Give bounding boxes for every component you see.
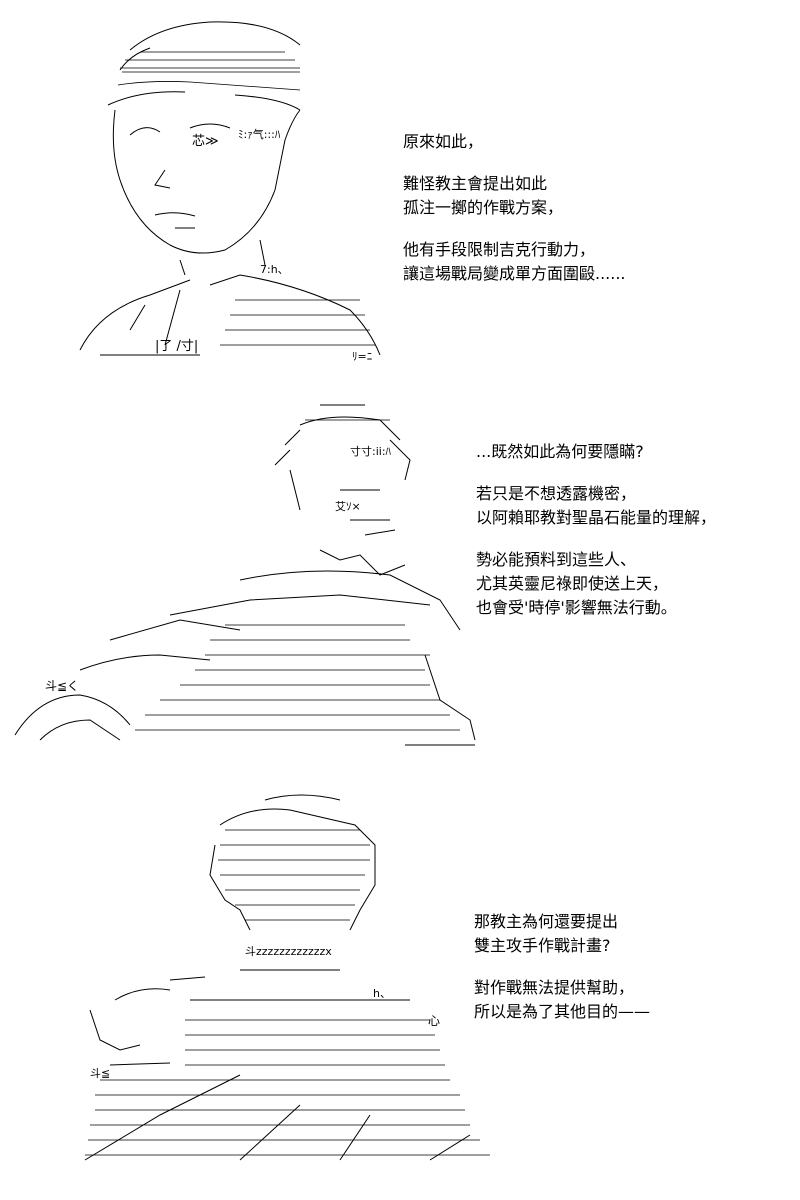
shoulder-glyph: h、: [373, 987, 391, 1000]
dialogue-1: 原來如此， 難怪教主會提出如此 孤注一擲的作戰方案， 他有手段限制吉克行動力， …: [403, 130, 626, 286]
collar-glyph: |了 /寸|: [155, 339, 198, 354]
dialogue-line: 對作戰無法提供幫助，: [474, 978, 635, 997]
character-art-3: 斗zzzzzzzzzzzzx h、 心 斗≦: [84, 794, 490, 1161]
dialogue-line: 讓這場戰局變成單方面圍毆......: [403, 264, 626, 283]
collar-glyph: 斗zzzzzzzzzzzzx: [245, 945, 332, 958]
shirt-glyph: ﾘ=ﾆ: [352, 350, 372, 363]
dialogue-line: 他有手段限制吉克行動力，: [403, 240, 596, 259]
panel-1: 芯≫ ﾐ:ｧ气:::ﾊ 7:h、 |了 /寸| ﾘ=ﾆ 原來如此， 難怪教主會提…: [0, 0, 800, 380]
hand-glyph: 斗≦: [90, 1067, 110, 1080]
dialogue-line: 難怪教主會提出如此: [403, 174, 548, 193]
face-glyph: 艾ｿ×: [335, 500, 361, 513]
dialogue-line: 也會受'時停'影響無法行動。: [476, 598, 677, 617]
neck-glyph: 7:h、: [260, 263, 289, 276]
dialogue-3: 那教主為何還要提出 雙主攻手作戰計畫? 對作戰無法提供幫助， 所以是為了其他目的…: [474, 910, 650, 1024]
dialogue-line: 原來如此，: [403, 132, 484, 151]
dialogue-line: 孤注一擲的作戰方案，: [403, 198, 564, 217]
dialogue-line: 以阿賴耶教對聖晶石能量的理解，: [476, 508, 717, 527]
hood-glyph: 寸寸:ii:ﾊ: [350, 444, 392, 458]
body-glyph: 心: [428, 1014, 440, 1028]
dialogue-line: 所以是為了其他目的——: [474, 1002, 651, 1021]
dialogue-line: 勢必能預料到這些人、: [476, 550, 637, 569]
panel-2: 寸寸:ii:ﾊ 艾ｿ× 斗≦く ...既然如此為何要隱瞞? 若只是不想透露機密，…: [0, 390, 800, 760]
dialogue-line: 那教主為何還要提出: [474, 912, 619, 931]
character-art-1: 芯≫ ﾐ:ｧ气:::ﾊ 7:h、 |了 /寸| ﾘ=ﾆ: [79, 21, 381, 363]
hand-glyph: 斗≦く: [45, 679, 79, 693]
eye-glyph: 芯≫: [192, 134, 219, 149]
ear-glyph: ﾐ:ｧ气:::ﾊ: [238, 127, 281, 141]
dialogue-2: ...既然如此為何要隱瞞? 若只是不想透露機密， 以阿賴耶教對聖晶石能量的理解，…: [476, 440, 716, 620]
panel-3: 斗zzzzzzzzzzzzx h、 心 斗≦ 那教主為何還要提出 雙主攻手作戰計…: [0, 770, 800, 1170]
dialogue-line: ...既然如此為何要隱瞞?: [476, 442, 644, 461]
dialogue-line: 雙主攻手作戰計畫?: [474, 936, 611, 955]
character-art-2: 寸寸:ii:ﾊ 艾ｿ× 斗≦く: [14, 404, 476, 746]
dialogue-line: 尤其英靈尼祿即使送上天，: [476, 574, 669, 593]
dialogue-line: 若只是不想透露機密，: [476, 484, 637, 503]
